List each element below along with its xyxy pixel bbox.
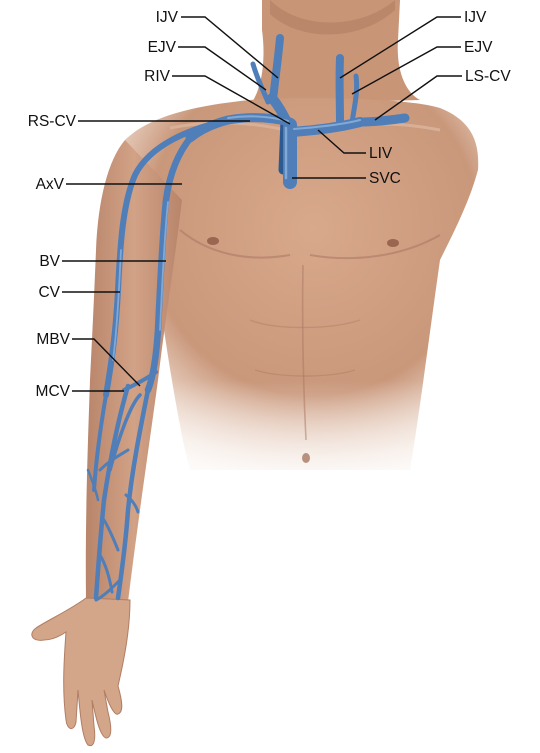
hand xyxy=(32,598,130,746)
torso-fade xyxy=(150,380,490,500)
label-ijv-left: IJV xyxy=(464,9,487,26)
body-illustration xyxy=(32,0,490,746)
ls-cv-vein xyxy=(358,118,405,122)
label-ejv-right: EJV xyxy=(148,39,177,56)
label-ijv-right: IJV xyxy=(156,9,179,26)
label-axv: AxV xyxy=(36,176,65,193)
nipple-right xyxy=(207,237,219,245)
label-bv: BV xyxy=(39,253,60,270)
label-ls-cv: LS-CV xyxy=(465,68,511,85)
label-rs-cv: RS-CV xyxy=(28,113,77,130)
label-liv: LIV xyxy=(369,145,393,162)
label-cv: CV xyxy=(38,284,60,301)
label-mbv: MBV xyxy=(36,331,70,348)
label-riv: RIV xyxy=(144,68,171,85)
nipple-left xyxy=(387,239,399,247)
label-svc: SVC xyxy=(369,170,401,187)
label-mcv: MCV xyxy=(36,383,71,400)
label-ejv-left: EJV xyxy=(464,39,493,56)
navel xyxy=(302,453,310,463)
